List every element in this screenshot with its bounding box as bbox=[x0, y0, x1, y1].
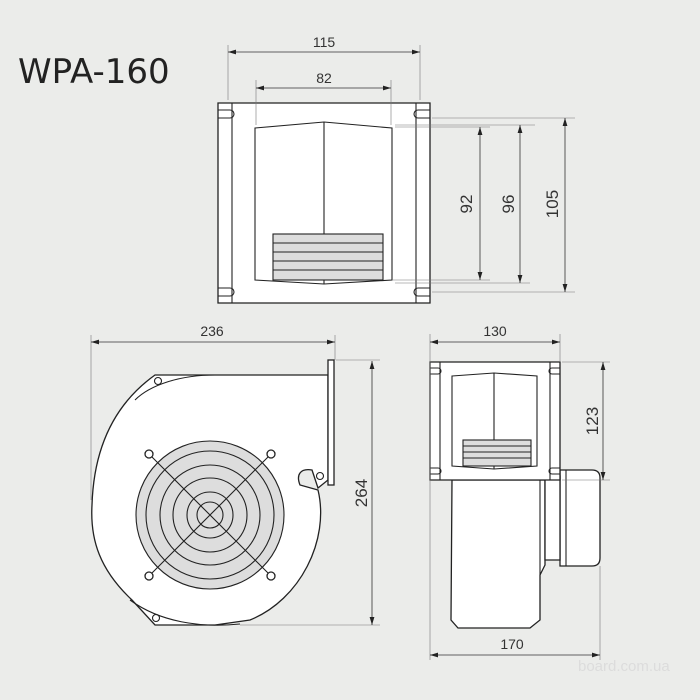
dim-105: 105 bbox=[543, 190, 562, 218]
side-view: 236 264 bbox=[90, 323, 380, 626]
dim-123: 123 bbox=[583, 407, 602, 435]
model-title: WPA-160 bbox=[18, 52, 170, 92]
dim-236: 236 bbox=[200, 323, 224, 339]
dim-96: 96 bbox=[499, 195, 518, 214]
dim-115: 115 bbox=[313, 34, 336, 50]
dim-170: 170 bbox=[500, 636, 524, 652]
dim-130: 130 bbox=[483, 323, 507, 339]
watermark: board.com.ua bbox=[578, 658, 670, 675]
end-view: 130 123 170 bbox=[429, 323, 610, 660]
dim-82: 82 bbox=[316, 70, 332, 86]
dim-264: 264 bbox=[352, 479, 371, 507]
top-view: 115 82 92 96 105 bbox=[217, 34, 575, 304]
dim-92: 92 bbox=[457, 195, 476, 214]
